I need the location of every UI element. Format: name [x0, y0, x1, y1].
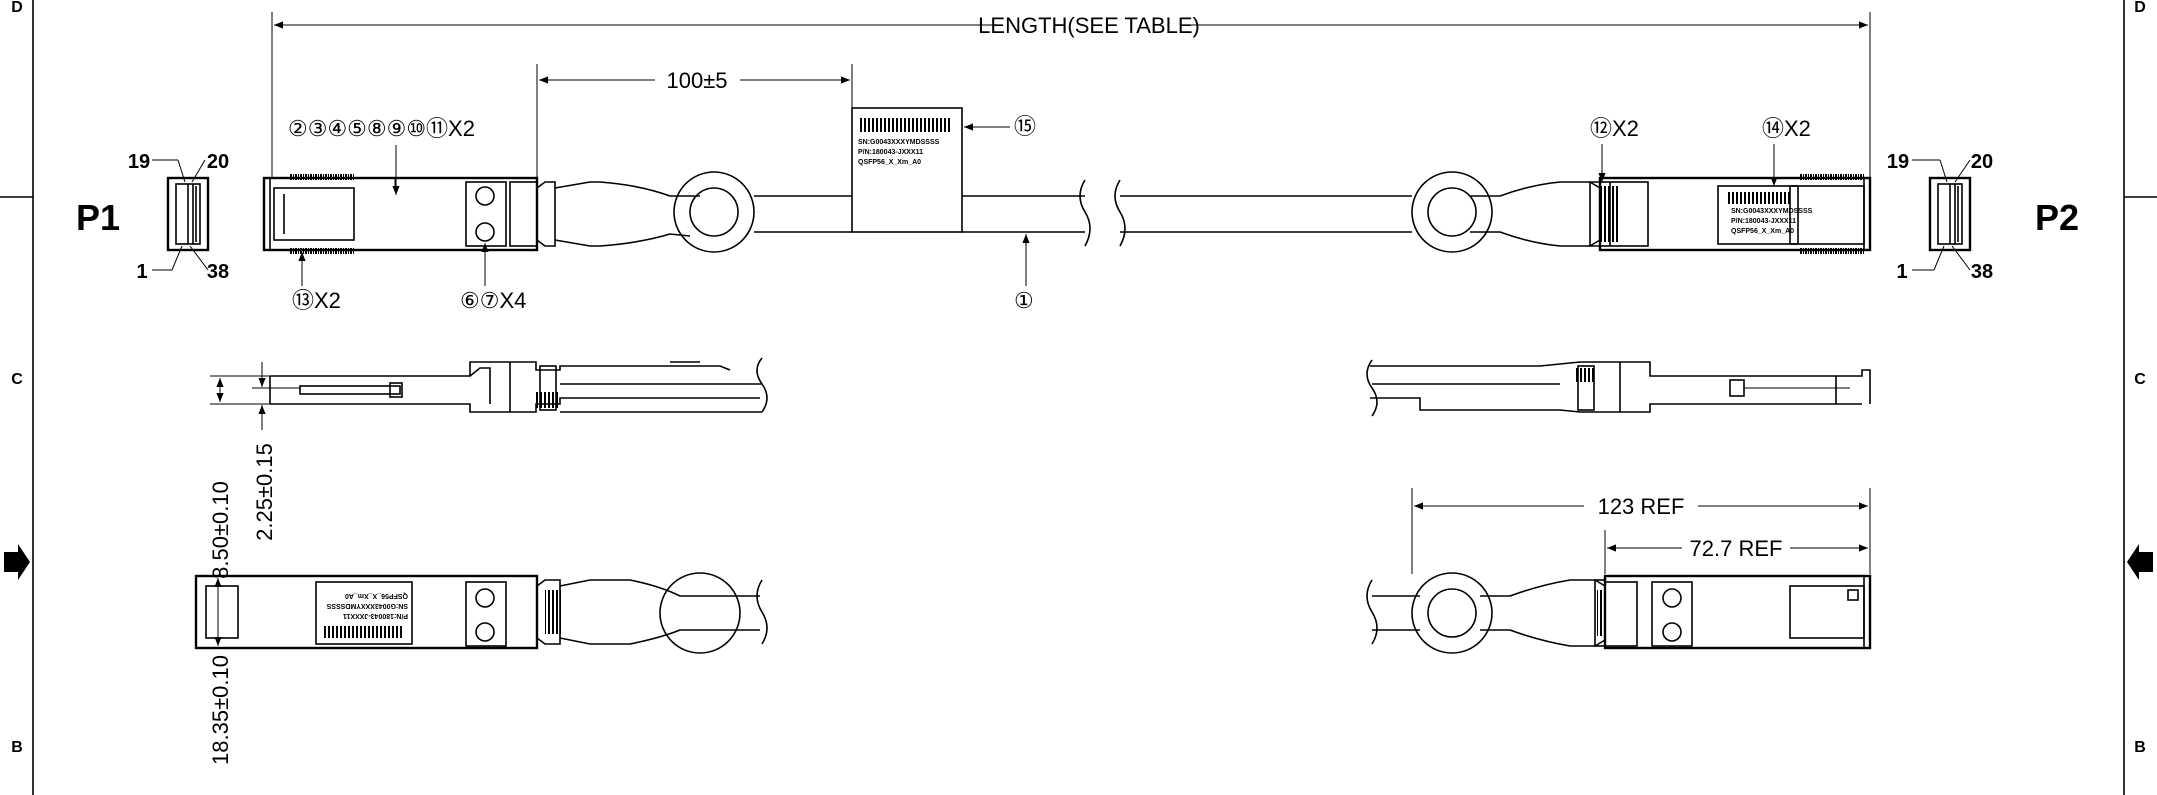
zone-b-left: B: [11, 739, 23, 756]
top-view-right-boot: [1411, 171, 1618, 253]
bottom-left-label-model: QSFP56_X_Xm_A0: [345, 592, 408, 599]
p2-pin-20: 20: [1971, 151, 1993, 173]
cable-label-barcode: [860, 118, 952, 132]
tab-distance-dimension: [536, 64, 853, 180]
left-center-arrow: [4, 544, 30, 580]
zone-b-right: B: [2134, 739, 2146, 756]
p1-pin-38: 38: [207, 261, 229, 283]
width-dimension: [196, 575, 222, 649]
zone-c-left: C: [11, 371, 23, 388]
cable-label-sn: SN:G0043XXXYMDSSSS: [858, 139, 940, 146]
thickness-dimension-label: 2.25±0.15: [252, 443, 277, 541]
length-label: LENGTH(SEE TABLE): [978, 13, 1200, 38]
length-dimension: [271, 12, 1871, 178]
top-view-right-connector: [1598, 174, 1872, 254]
callout-top-group: ②③④⑤⑧⑨⑩⑪X2: [288, 116, 475, 141]
top-view-cable: [754, 107, 1412, 247]
side-view-right: [1366, 359, 1871, 417]
p2-pin-1: 1: [1896, 261, 1907, 283]
top-view-left-connector: [262, 174, 539, 254]
p1-face-view: [152, 159, 210, 271]
zone-c-right: C: [2134, 371, 2146, 388]
ref-727-label: 72.7 REF: [1690, 536, 1783, 561]
plug-label-p2: P2: [2035, 197, 2079, 238]
p1-pin-20: 20: [207, 151, 229, 173]
zone-d-left: D: [11, 0, 23, 16]
callout-13: ⑬X2: [292, 288, 341, 313]
side-view-left: [269, 357, 768, 413]
right-label-sn: SN:G0043XXXYMDSSSS: [1731, 208, 1813, 215]
callout-item-15: ⑮: [1014, 114, 1036, 139]
callout-item-12: ⑫X2: [1590, 116, 1639, 141]
height-dimension-label: 8.50±0.10: [208, 481, 233, 579]
bottom-view-left: [194, 572, 768, 654]
zone-d-right: D: [2134, 0, 2146, 16]
callout-item-1: ①: [1014, 288, 1034, 313]
right-label-pn: P/N:180043-JXXX11: [1731, 218, 1796, 225]
side-view-dims: [210, 362, 270, 430]
width-dimension-label: 18.35±0.10: [208, 655, 233, 765]
p2-pin-38: 38: [1971, 261, 1993, 283]
p1-pin-1: 1: [136, 261, 147, 283]
ref-123-label: 123 REF: [1598, 494, 1685, 519]
p2-face-view: [1912, 159, 1972, 271]
cable-label-model: QSFP56_X_Xm_A0: [858, 159, 921, 166]
bottom-view-right: [1366, 572, 1872, 654]
p2-pin-19: 19: [1887, 151, 1909, 173]
top-view-left-boot: [536, 171, 755, 253]
right-label-model: QSFP56_X_Xm_A0: [1731, 228, 1794, 235]
bottom-left-label-pn: P/N:180043-JXXX11: [343, 612, 408, 619]
cable-label-pn: P/N:180043-JXXX11: [858, 149, 923, 156]
bottom-left-label-sn: SN:G0043XXXYMDSSSS: [326, 602, 408, 609]
ref-dimensions: [1411, 488, 1871, 574]
tab-distance-label: 100±5: [666, 68, 727, 93]
p1-pin-19: 19: [128, 151, 150, 173]
callout-item-14: ⑭X2: [1762, 116, 1811, 141]
callout-67: ⑥⑦X4: [460, 288, 526, 313]
plug-label-p1: P1: [76, 197, 120, 238]
right-center-arrow: [2127, 544, 2153, 580]
